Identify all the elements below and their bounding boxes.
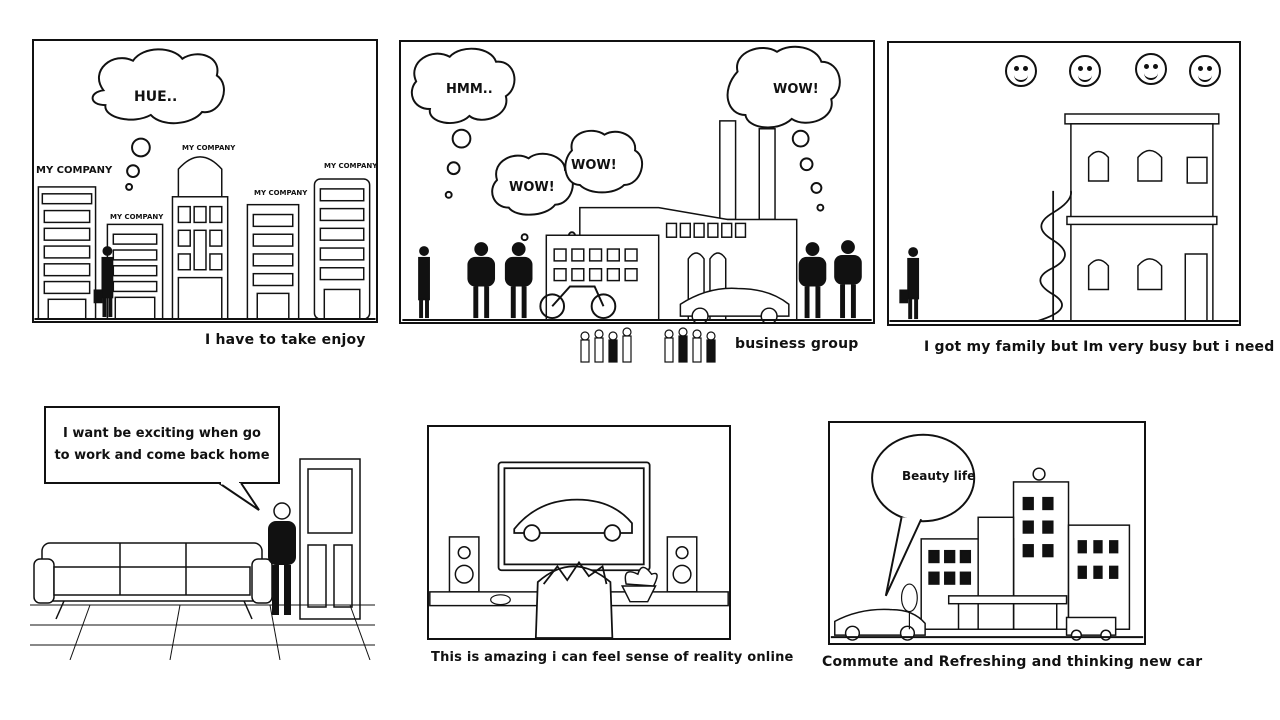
- building-3: [171, 156, 229, 320]
- panel-4-living-room: [30, 458, 375, 660]
- caption-panel-6: Commute and Refreshing and thinking new …: [822, 654, 1203, 670]
- panel-1-city: HUE.. MY COMPANY MY COMPANY MY COMPANY M…: [32, 39, 378, 323]
- sofa: [33, 542, 273, 620]
- speakers: [448, 536, 698, 593]
- monitor: [497, 461, 651, 572]
- panel-5-online-desk: [427, 425, 731, 640]
- house: [1064, 113, 1220, 322]
- plant: [620, 566, 658, 603]
- thought-bubble-text: HUE..: [134, 89, 178, 105]
- van: [1065, 616, 1117, 641]
- speech-line-2: to work and come back home: [54, 448, 270, 463]
- bubble-wow-3: WOW!: [773, 82, 819, 97]
- panel-6-commute: Beauty life: [828, 421, 1146, 645]
- panel-1-artwork: [34, 48, 376, 321]
- caption-panel-1: I have to take enjoy: [205, 332, 366, 348]
- caption-panel-2: business group: [735, 336, 859, 352]
- company-sign-5: MY COMPANY: [324, 162, 378, 170]
- spiral-staircase: [1037, 190, 1072, 322]
- panel-3-artwork: [889, 113, 1239, 323]
- speech-tail: [218, 482, 260, 511]
- panel-3-family-house: [887, 41, 1241, 326]
- money-emoji-icon: [1135, 53, 1167, 85]
- car: [834, 608, 926, 641]
- company-sign-4: MY COMPANY: [254, 189, 308, 197]
- angel-emoji-icon: [1069, 55, 1101, 87]
- company-sign-3: MY COMPANY: [182, 144, 236, 152]
- speech-bubble-text: Beauty life: [902, 469, 976, 483]
- thought-bubble: [91, 48, 225, 191]
- businessman-figure: [268, 502, 296, 615]
- panel-2-artwork: [402, 45, 872, 322]
- tree: [900, 583, 918, 630]
- caption-panel-5: This is amazing i can feel sense of real…: [431, 650, 794, 665]
- businessman-figure: [93, 246, 114, 318]
- company-sign-2: MY COMPANY: [110, 213, 164, 221]
- thought-bubbles: [410, 45, 841, 242]
- speech-line-1: I want be exciting when go: [62, 426, 261, 441]
- floor-lines: [30, 604, 375, 660]
- bubble-wow-2: WOW!: [571, 158, 617, 173]
- sports-car: [679, 287, 790, 322]
- building-2: [106, 223, 164, 320]
- business-people: [418, 240, 862, 319]
- blush-emoji-icon: [1189, 55, 1221, 87]
- panel-2-factory: HMM.. WOW! WOW! WOW!: [399, 40, 875, 324]
- panel-5-artwork: [429, 461, 729, 638]
- building-5: [313, 178, 371, 320]
- person-head: [534, 560, 614, 638]
- caption-panel-3: I got my family but Im very busy but i n…: [924, 339, 1275, 355]
- love-emoji-icon: [1005, 55, 1037, 87]
- building-1: [37, 186, 97, 320]
- bubble-wow-1: WOW!: [509, 180, 555, 195]
- panel-6-artwork: [830, 433, 1144, 641]
- crowd-illustration: [580, 327, 716, 363]
- hospital-building: [920, 467, 1131, 630]
- door: [299, 458, 361, 620]
- company-sign-1: MY COMPANY: [36, 165, 113, 176]
- bubble-hmm: HMM..: [446, 82, 493, 97]
- speech-bubble-ellipse: [871, 433, 976, 597]
- speech-bubble: I want be exciting when go to work and c…: [44, 406, 280, 484]
- businessman-figure: [899, 247, 920, 320]
- motorcycle: [539, 285, 617, 320]
- building-4: [246, 203, 300, 320]
